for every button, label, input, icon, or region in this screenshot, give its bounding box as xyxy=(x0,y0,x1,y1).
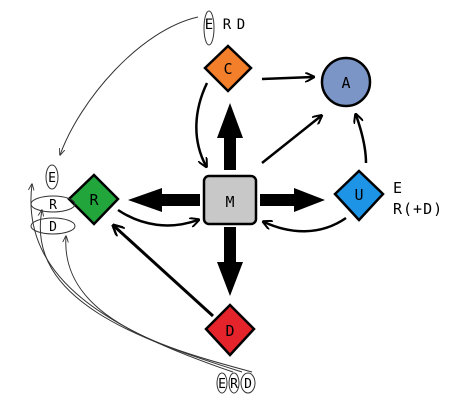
node-u-diamond[interactable] xyxy=(333,169,385,222)
annotation-left-r: R xyxy=(49,198,57,213)
block-arrow-m-to-u xyxy=(260,188,325,212)
annotation-left-d: D xyxy=(49,220,57,235)
block-arrow-m-to-r xyxy=(128,188,200,212)
node-r-label: R xyxy=(89,191,99,209)
node-a-circle[interactable] xyxy=(320,56,372,108)
annotation-top-e: E xyxy=(205,17,213,33)
arrow-c-to-a xyxy=(261,77,313,79)
thin-arrow-bottom-to-left-d xyxy=(66,236,253,373)
annotation-left-r-ellipse xyxy=(30,195,76,213)
node-d-label: D xyxy=(225,322,234,340)
arrow-u-to-m-curve xyxy=(264,216,347,233)
annotation-top-d: D xyxy=(237,17,245,33)
node-c-label: C xyxy=(223,60,232,78)
annotation-left-e-ellipse xyxy=(45,164,59,190)
node-u-label: U xyxy=(354,186,363,204)
annotation-left-e: E xyxy=(48,171,56,186)
node-m-box[interactable] xyxy=(202,174,258,226)
node-a-label: A xyxy=(341,74,350,92)
arrow-m-to-a xyxy=(261,116,321,164)
annotation-bottom-e-ellipse xyxy=(216,372,228,394)
annotation-right-line2: R(+D) xyxy=(393,200,443,218)
annotation-bottom-d: D xyxy=(244,377,252,392)
node-r-diamond[interactable] xyxy=(67,173,120,226)
annotation-left-d-ellipse xyxy=(30,217,76,235)
thin-arrow-top-to-left xyxy=(60,16,199,155)
arrow-c-to-m-curve xyxy=(195,82,209,166)
annotation-right: E R(+D) xyxy=(393,179,443,218)
arrow-u-to-a xyxy=(356,115,368,164)
block-arrow-m-to-c xyxy=(217,103,243,170)
annotation-bottom-r-ellipse xyxy=(228,372,240,394)
annotation-bottom-r: R xyxy=(230,377,238,392)
thin-arrow-bottom-to-left-r xyxy=(40,210,243,373)
arrow-r-to-m-curve xyxy=(117,208,198,225)
annotation-bottom-d-ellipse xyxy=(240,372,256,394)
annotation-right-line1: E xyxy=(393,179,402,197)
block-arrow-m-to-d xyxy=(217,227,243,296)
annotation-bottom: E R D xyxy=(216,372,256,394)
arrow-d-to-r xyxy=(114,226,215,318)
node-m-label: M xyxy=(225,193,234,211)
annotation-bottom-e: E xyxy=(218,377,226,392)
annotation-left: E R D xyxy=(30,164,76,235)
annotation-top: E R D xyxy=(203,10,245,46)
annotation-top-e-ellipse xyxy=(203,10,215,46)
annotation-top-r: R xyxy=(223,17,232,33)
thin-arrow-bottom-to-left-e xyxy=(31,184,234,373)
node-c-diamond[interactable] xyxy=(203,44,253,93)
node-d-diamond[interactable] xyxy=(204,303,256,357)
